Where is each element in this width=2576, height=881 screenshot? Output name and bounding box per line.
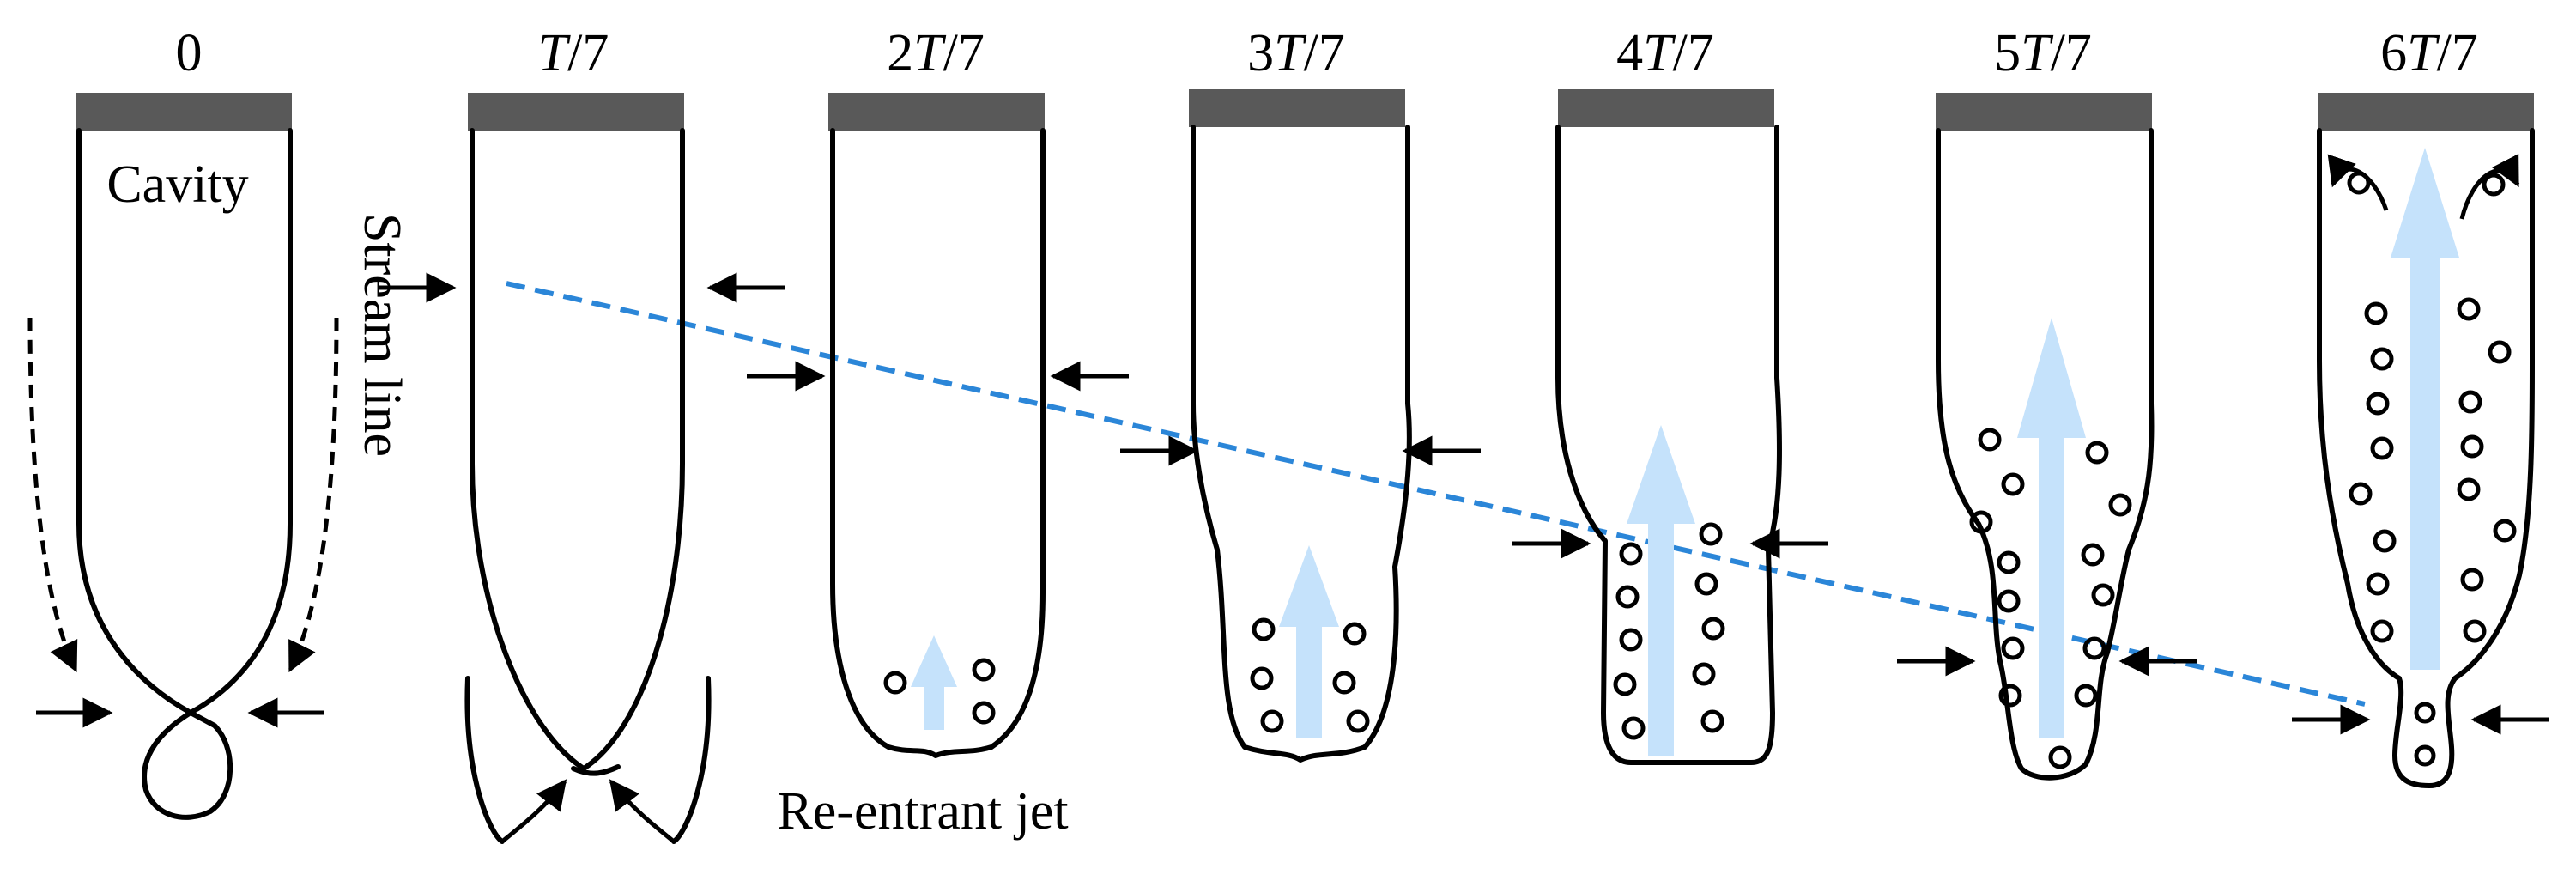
bubble <box>972 701 996 725</box>
bubble <box>2366 572 2390 596</box>
cavity-outline-0 <box>76 128 293 820</box>
bubble <box>2048 745 2072 769</box>
bubble <box>1260 709 1284 733</box>
bubble <box>2108 493 2132 517</box>
bubble <box>2001 472 2025 496</box>
bubble <box>2373 529 2397 553</box>
bubble <box>1619 628 1643 652</box>
bubble <box>2414 744 2436 767</box>
bubble <box>2081 543 2105 567</box>
bubble <box>2463 619 2487 643</box>
bubble <box>2364 301 2388 325</box>
bubble <box>2082 636 2106 660</box>
bubble <box>1250 666 1274 690</box>
cavity-label: Cavity <box>106 155 248 214</box>
bubble <box>972 658 996 682</box>
bubble <box>2493 519 2517 543</box>
time-label-1: T/7 <box>538 24 609 82</box>
bubble <box>2482 173 2506 197</box>
bubble <box>2414 702 2436 724</box>
plate-1 <box>468 93 684 131</box>
jet-arrow-4 <box>1627 425 1695 756</box>
time-label-6: 6T/7 <box>2380 24 2478 82</box>
bubble <box>1701 617 1725 641</box>
bubble <box>2370 619 2394 643</box>
bubble <box>2091 583 2115 607</box>
bubble <box>1346 709 1370 733</box>
time-label-2: 2T/7 <box>887 24 985 82</box>
bubble <box>2001 636 2025 660</box>
bubble <box>1332 671 1356 695</box>
plate-2 <box>828 93 1045 131</box>
time-label-4: 4T/7 <box>1616 24 1714 82</box>
bubble <box>1700 709 1724 733</box>
cavity-outline-5 <box>1936 128 2155 781</box>
bubble <box>2366 392 2390 416</box>
plate-0 <box>76 93 292 131</box>
bubble <box>1699 522 1723 546</box>
bubble <box>1692 662 1716 686</box>
bubble <box>1619 542 1643 566</box>
bubble <box>2457 297 2481 321</box>
bubble <box>2460 568 2484 592</box>
jet-arrow-6 <box>2391 148 2459 670</box>
cavity-outline-2 <box>830 128 1046 758</box>
plate-3 <box>1189 89 1405 127</box>
bubble <box>2085 440 2109 465</box>
jet-arrow-3 <box>1279 545 1339 738</box>
reentrant-arrow-left <box>500 779 567 843</box>
reentrant-arrow-right <box>609 779 676 843</box>
bubble <box>2074 684 2098 708</box>
bubble <box>2488 340 2512 364</box>
bubble <box>2457 477 2481 501</box>
bubble <box>1343 622 1367 646</box>
cavity-outline-6 <box>2317 128 2535 788</box>
bubble <box>2458 390 2482 414</box>
bubble <box>1615 585 1640 609</box>
plate-5 <box>1936 93 2152 131</box>
bubble <box>883 671 907 695</box>
bubble <box>1997 589 2021 613</box>
bubble <box>1969 510 1993 534</box>
streamline-left <box>27 317 78 673</box>
reentrant-jet-label: Re-entrant jet <box>777 782 1068 841</box>
bubble <box>1997 550 2021 574</box>
bubble <box>1621 716 1646 740</box>
bubble <box>1998 684 2022 708</box>
time-label-5: 5T/7 <box>1994 24 2092 82</box>
time-label-3: 3T/7 <box>1247 24 1345 82</box>
bubble <box>2347 171 2371 195</box>
bubble <box>1978 428 2002 452</box>
cavity-outline-4 <box>1555 125 1782 765</box>
jet-arrow-2 <box>911 635 957 730</box>
cavity-outline-3 <box>1191 125 1412 763</box>
plate-4 <box>1558 89 1774 127</box>
bubble <box>1252 617 1276 641</box>
bubble <box>1694 572 1718 596</box>
bubble <box>2460 434 2484 459</box>
jet-arrow-5 <box>2017 318 2086 738</box>
plate-6 <box>2318 93 2534 131</box>
bubble <box>2370 436 2394 460</box>
bubble <box>2349 482 2373 506</box>
recirculation-arrow-right <box>2459 153 2520 220</box>
cavity-outline-1 <box>464 128 712 844</box>
stream-line-label: Stream line <box>353 213 411 457</box>
streamline-right <box>288 317 339 673</box>
time-label-0: 0 <box>176 24 203 82</box>
bubble <box>2370 347 2394 371</box>
bubble <box>1613 672 1637 696</box>
